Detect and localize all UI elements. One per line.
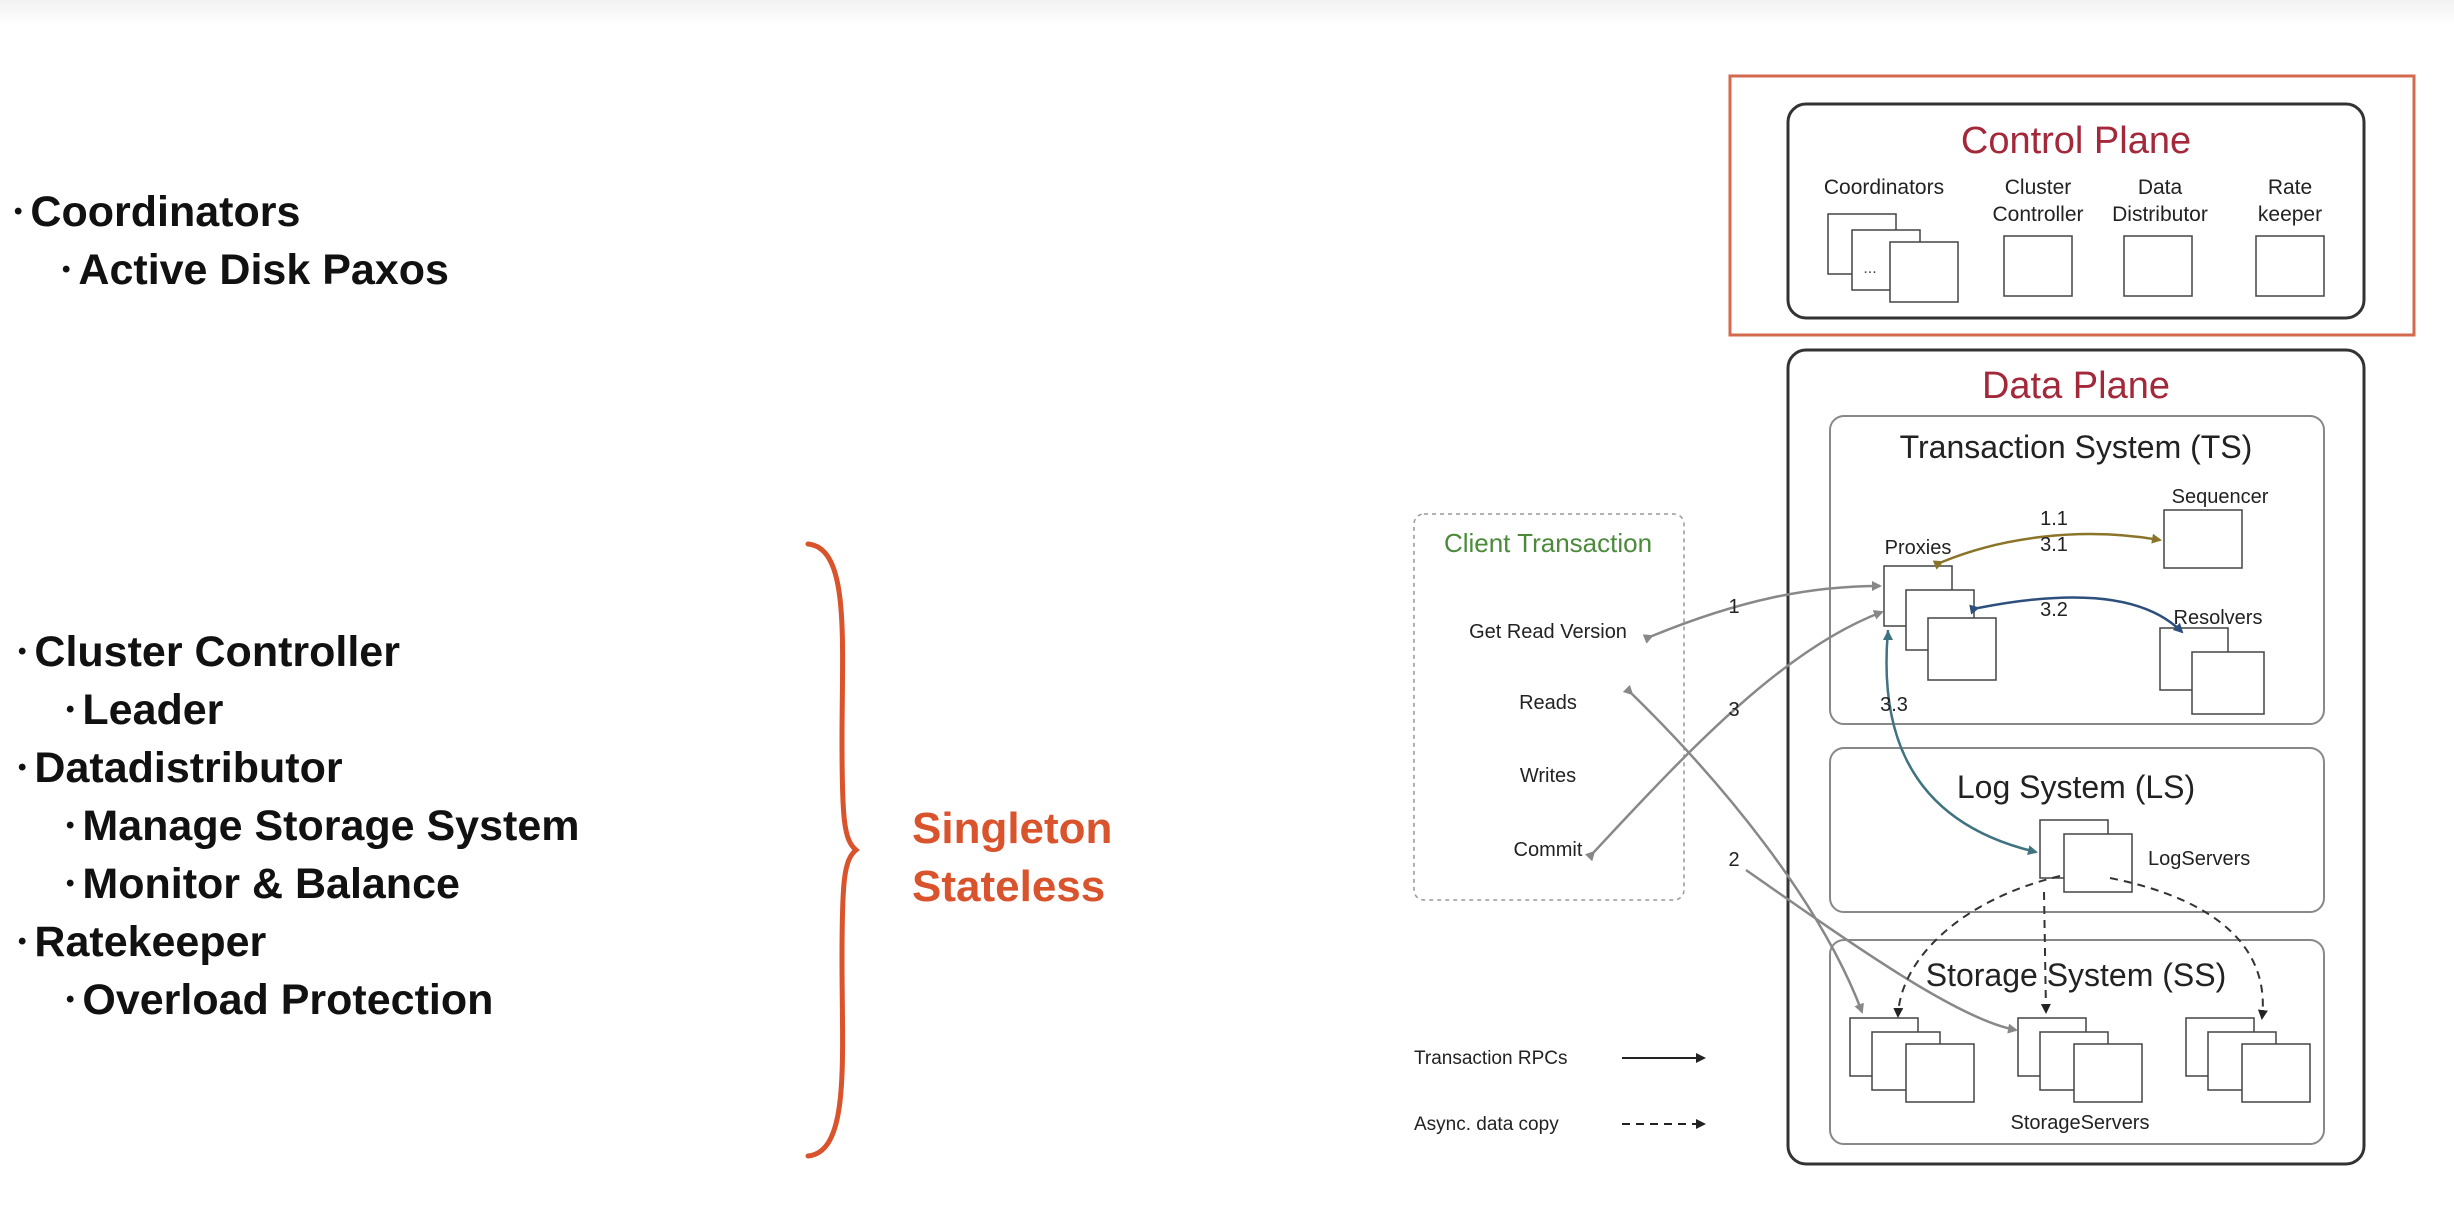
resolver-box [2191, 651, 2265, 715]
storage-system-title: Storage System (SS) [1926, 957, 2227, 993]
bullet-ratekeeper: •Ratekeeper [18, 918, 267, 966]
reads-label: Reads [1519, 692, 1577, 714]
bullet-active-disk-paxos: •Active Disk Paxos [62, 246, 449, 294]
cluster-controller-box [2003, 235, 2073, 297]
bullet-datadistributor: •Datadistributor [18, 744, 343, 792]
curly-brace [805, 541, 860, 1159]
legend-rpc-label: Transaction RPCs [1414, 1048, 1567, 1069]
bullet-dot: • [66, 869, 75, 897]
bullet-dot: • [18, 637, 27, 665]
singleton-text: Singleton [912, 804, 1113, 853]
async-copy-arrow-2 [2040, 891, 2051, 1014]
client-transaction-title: Client Transaction [1444, 528, 1652, 558]
arrow-label-3-1: 3.1 [2040, 534, 2068, 556]
sequencer-box [2163, 509, 2243, 569]
cluster-controller-label-1: Cluster [2005, 176, 2072, 199]
sequencer-label: Sequencer [2172, 486, 2269, 508]
storage-server-box [2241, 1043, 2311, 1103]
commit-label: Commit [1514, 839, 1583, 861]
coordinators-ellipsis: ... [1863, 260, 1876, 277]
bullet-leader: •Leader [66, 686, 224, 734]
legend-async-label: Async. data copy [1414, 1114, 1559, 1135]
arrow-proxies-sequencer [1932, 532, 2162, 570]
proxy-box [1927, 617, 1997, 681]
data-distributor-label-1: Data [2138, 176, 2183, 199]
bullet-list: •Coordinators •Active Disk Paxos •Cluste… [0, 0, 900, 1216]
proxies-label: Proxies [1885, 537, 1952, 559]
arrow-label-3-3: 3.3 [1880, 694, 1908, 716]
log-server-box [2063, 833, 2133, 893]
storage-servers-label: StorageServers [2011, 1112, 2150, 1134]
control-plane-title: Control Plane [1961, 120, 2191, 162]
arrow-reads-storage-1 [1622, 684, 1864, 1014]
log-system-title: Log System (LS) [1957, 769, 2195, 805]
coordinators-label: Coordinators [1824, 176, 1944, 199]
async-copy-arrow-1 [1893, 875, 2061, 1018]
log-servers-label: LogServers [2148, 848, 2250, 870]
arrow-proxies-logservers [1885, 629, 2038, 856]
data-distributor-box [2123, 235, 2193, 297]
bullet-dot: • [62, 255, 71, 283]
bullet-dot: • [66, 695, 75, 723]
top-band [0, 0, 2454, 26]
bullet-manage-storage: •Manage Storage System [66, 802, 580, 850]
singleton-stateless-label: Singleton Stateless [912, 800, 1112, 916]
resolvers-label: Resolvers [2174, 607, 2263, 629]
bullet-cluster-controller: •Cluster Controller [18, 628, 400, 676]
async-copy-arrow-3 [2109, 877, 2268, 1020]
storage-server-box [1905, 1043, 1975, 1103]
arrow-reads-storage-2 [1745, 868, 2018, 1034]
rate-keeper-label-1: Rate [2268, 176, 2312, 199]
arrow-label-3: 3 [1728, 699, 1739, 721]
bullet-dot: • [18, 927, 27, 955]
writes-label: Writes [1520, 765, 1576, 787]
data-plane-title: Data Plane [1982, 365, 2170, 407]
get-read-version-label: Get Read Version [1469, 621, 1627, 643]
arrow-label-1-1: 1.1 [2040, 508, 2068, 530]
bullet-monitor-balance: •Monitor & Balance [66, 860, 460, 908]
bullet-overload-protection: •Overload Protection [66, 976, 494, 1024]
bullet-dot: • [18, 753, 27, 781]
data-distributor-label-2: Distributor [2112, 203, 2208, 226]
bullet-dot: • [14, 197, 23, 225]
coordinator-box [1889, 241, 1959, 303]
rate-keeper-box [2255, 235, 2325, 297]
stateless-text: Stateless [912, 862, 1106, 911]
bullet-dot: • [66, 811, 75, 839]
rate-keeper-label-2: keeper [2258, 203, 2322, 226]
bullet-dot: • [66, 985, 75, 1013]
arrow-label-2: 2 [1728, 849, 1739, 871]
arrow-label-3-2: 3.2 [2040, 599, 2068, 621]
control-plane-highlight [1728, 74, 2416, 337]
transaction-system-title: Transaction System (TS) [1900, 429, 2253, 465]
bullet-coordinators: •Coordinators [14, 188, 301, 236]
storage-server-box [2073, 1043, 2143, 1103]
arrow-proxies-resolvers [1969, 596, 2184, 634]
arrow-label-1: 1 [1728, 596, 1739, 618]
cluster-controller-label-2: Controller [1992, 203, 2083, 226]
